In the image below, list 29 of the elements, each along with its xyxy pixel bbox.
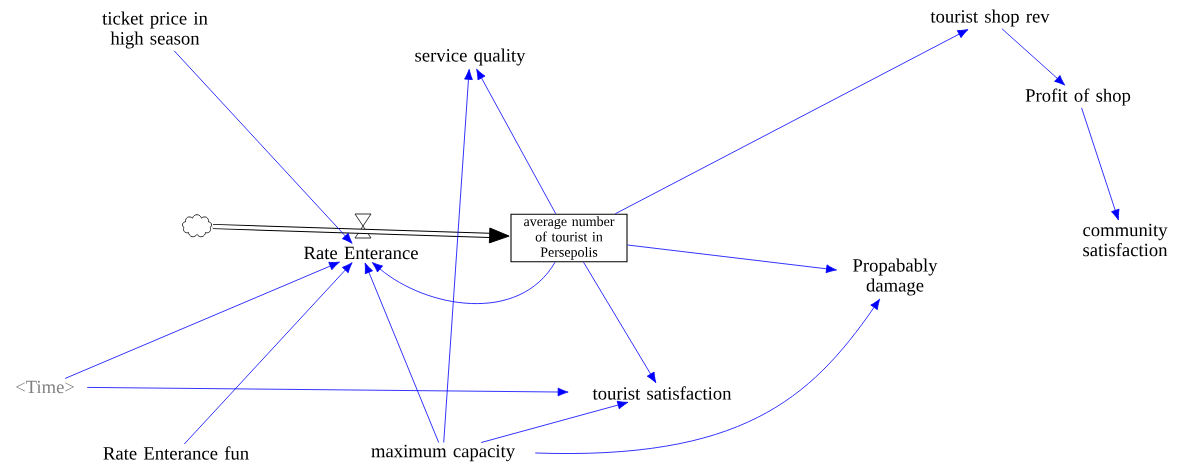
variable-label: Propabably damage: [853, 258, 938, 296]
variable-label: service quality: [415, 48, 526, 66]
arrow: [627, 244, 837, 274]
arrow: [371, 261, 556, 304]
cloud-symbol: [182, 214, 212, 238]
arrow: [183, 262, 353, 445]
variable-label: Rate Enterance: [304, 246, 418, 260]
arrow: [614, 29, 969, 215]
variable-label: Profit of shop: [1025, 88, 1131, 106]
arrow: [1081, 107, 1120, 221]
variable-label: ticket price in high season: [102, 11, 208, 49]
arrow: [480, 400, 629, 443]
arrow: [173, 50, 353, 244]
arrow: [86, 387, 569, 397]
flow-pipe: [212, 223, 510, 244]
arrow: [443, 68, 473, 443]
stock-box: average number of tourist in Persepolis: [510, 213, 628, 263]
variable-label: maximum capacity: [371, 444, 515, 462]
arrow: [64, 261, 340, 379]
variable-label: Rate Enterance fun: [103, 446, 249, 460]
arrow: [1001, 28, 1066, 86]
variable-label: <Time>: [16, 380, 75, 394]
arrow: [364, 262, 440, 443]
arrow: [476, 68, 557, 215]
arrow: [583, 261, 657, 384]
variable-label: tourist satisfaction: [592, 386, 732, 400]
variable-label: tourist shop rev: [930, 9, 1050, 27]
arrow: [534, 298, 881, 454]
variable-label: community satisfaction: [1083, 223, 1168, 257]
